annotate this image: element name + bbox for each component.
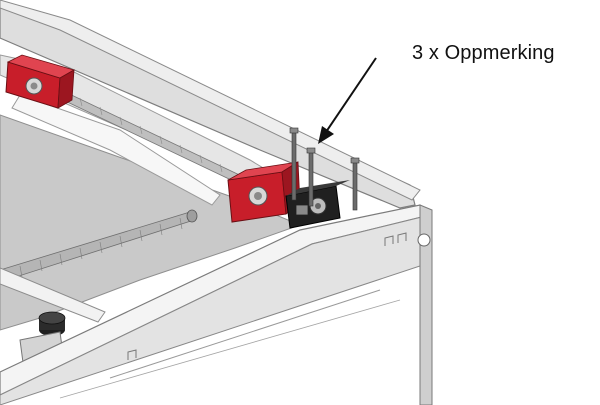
callout-label: 3 x Oppmerking — [412, 42, 555, 64]
callout-arrow-icon — [318, 57, 377, 144]
front-beam-groove-lower — [59, 299, 401, 399]
beam-notches — [127, 232, 407, 360]
marking-pins — [289, 127, 360, 211]
right-side-wall — [419, 204, 433, 405]
lower-rod-threads — [19, 217, 183, 278]
marking-pin-icon — [306, 147, 316, 207]
slider-plate — [11, 94, 221, 206]
lower-rod-end — [186, 209, 198, 223]
marking-pin-icon — [289, 127, 299, 201]
front-beam-groove — [109, 289, 381, 379]
black-knob — [38, 311, 66, 336]
marking-pin-icon — [350, 157, 360, 211]
red-bracket-right — [227, 161, 301, 223]
clamp-block — [285, 180, 350, 229]
front-left-plate — [0, 267, 106, 323]
right-wall-hole — [417, 233, 431, 247]
red-bracket-left — [5, 54, 76, 109]
